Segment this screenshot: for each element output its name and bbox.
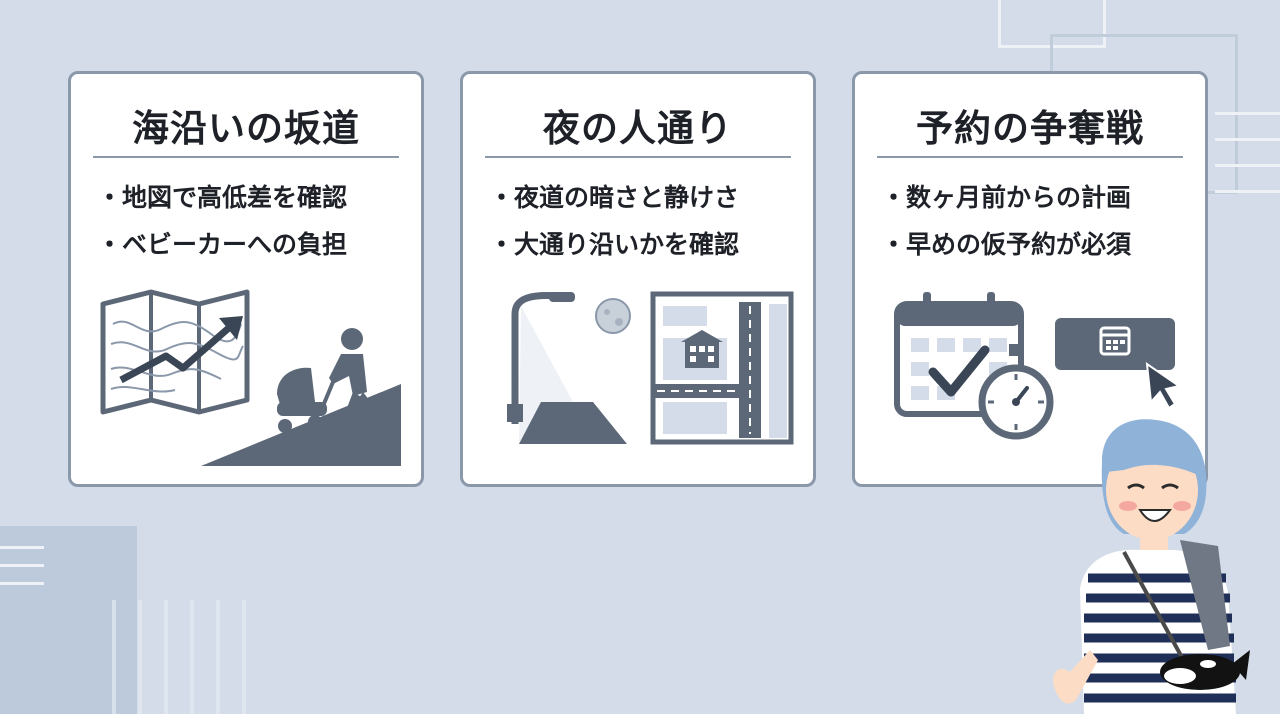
bullet-item: 地図で高低差を確認	[97, 174, 347, 221]
stroller-icon	[277, 367, 335, 433]
moon-icon	[595, 298, 631, 334]
bullet-item: 夜道の暗さと静けさ	[489, 174, 739, 221]
bullet-item: 数ヶ月前からの計画	[881, 174, 1131, 221]
card-booking-competition: 予約の争奪戦 数ヶ月前からの計画 早めの仮予約が必須	[852, 71, 1208, 487]
night-street-illustration	[507, 291, 794, 445]
card-title: 予約の争奪戦	[916, 107, 1144, 150]
smiling-woman-icon	[1053, 419, 1250, 714]
card-night-traffic: 夜の人通り 夜道の暗さと静けさ 大通り沿いかを確認	[460, 71, 816, 487]
bullet-list: 夜道の暗さと静けさ 大通り沿いかを確認	[489, 174, 739, 268]
person-pushing-icon	[329, 328, 381, 426]
street-map-icon	[650, 291, 794, 445]
stopwatch-icon	[978, 344, 1054, 440]
card-divider	[485, 156, 791, 158]
slope-illustration	[100, 289, 401, 466]
card-divider	[93, 156, 399, 158]
card-title: 海沿いの坂道	[132, 107, 360, 150]
booking-illustration	[894, 292, 1182, 440]
upward-arrow-icon	[119, 316, 243, 384]
bg-stripes-right	[1215, 112, 1280, 212]
card-title: 夜の人通り	[543, 107, 733, 150]
card-coastal-slope: 海沿いの坂道 地図で高低差を確認 ベビーカーへの負担	[68, 71, 424, 487]
building-icon	[681, 330, 723, 368]
bullet-item: 早めの仮予約が必須	[881, 221, 1131, 268]
bullet-list: 数ヶ月前からの計画 早めの仮予約が必須	[881, 174, 1131, 268]
bg-bars-left	[112, 600, 262, 714]
topographic-map-icon	[100, 289, 250, 415]
bullet-list: 地図で高低差を確認 ベビーカーへの負担	[97, 174, 347, 268]
bg-stripes-left	[0, 546, 44, 596]
booking-button-icon	[1055, 318, 1175, 370]
orca-pouch-icon	[1160, 650, 1250, 690]
bullet-item: 大通り沿いかを確認	[489, 221, 739, 268]
cursor-icon	[1145, 361, 1182, 410]
bullet-item: ベビーカーへの負担	[97, 221, 347, 268]
card-divider	[877, 156, 1183, 158]
street-lamp-icon	[507, 292, 627, 444]
